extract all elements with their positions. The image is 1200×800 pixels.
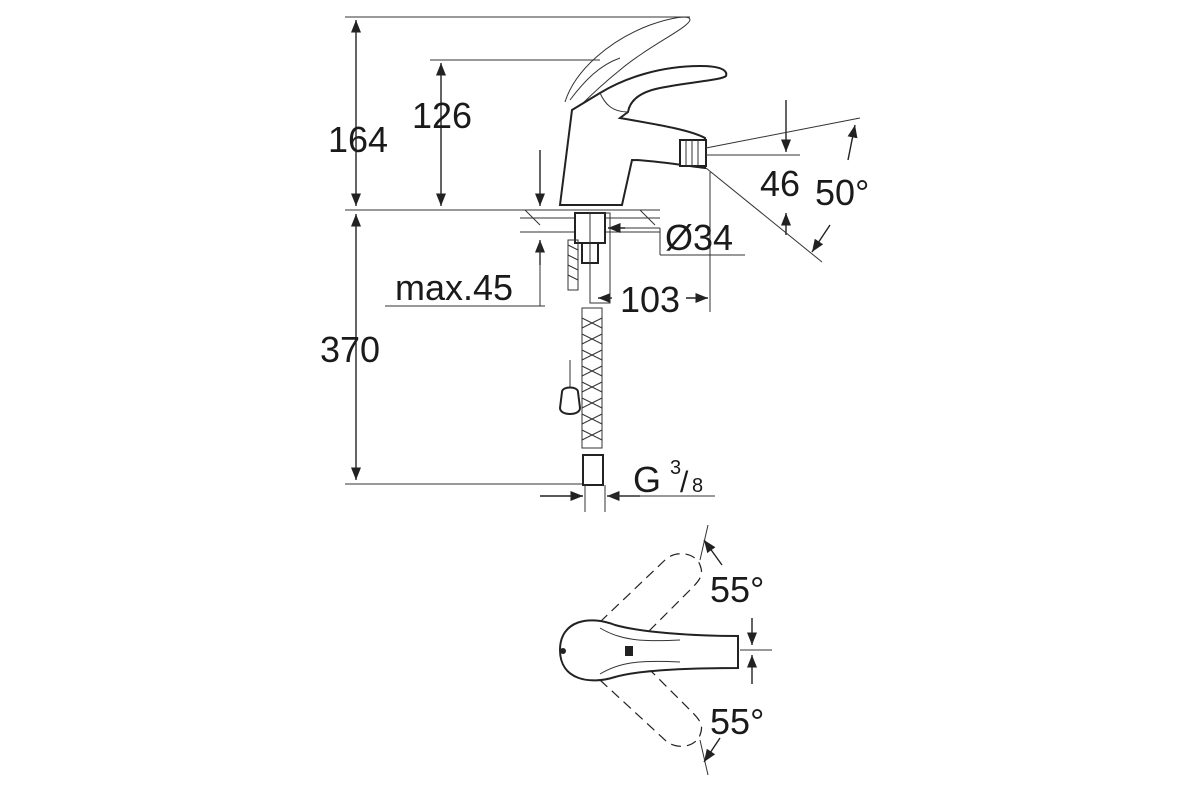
lever-rotated-left-outline: [599, 553, 703, 641]
label-370: 370: [320, 329, 380, 370]
label-g-slash: /: [680, 466, 689, 499]
label-164: 164: [328, 119, 388, 160]
angle-arrow-top: [847, 124, 858, 161]
hose-connector: [582, 454, 604, 486]
spray-nozzle: [679, 139, 707, 167]
lever-rotated-right-outline: [599, 659, 703, 747]
label-126: 126: [412, 95, 472, 136]
label-103: 103: [620, 279, 680, 320]
angle-ray-top: [705, 117, 861, 149]
label-max45: max.45: [395, 267, 513, 308]
lever-mid-outline: [569, 57, 621, 101]
angle-ray-bottom: [705, 167, 823, 263]
lever-raised-outline: [564, 16, 691, 109]
label-g-numerator: 3: [670, 457, 681, 479]
label-rotation-top: 55°: [710, 569, 764, 610]
side-view: [345, 16, 861, 512]
indicator-mark: [625, 646, 633, 656]
top-view: [558, 524, 772, 776]
label-50-degrees: 50°: [815, 172, 869, 213]
pop-up-knob: [558, 386, 582, 415]
mixer-body: [558, 64, 728, 206]
label-g-denominator: 8: [692, 475, 703, 497]
hose-main-upper: [589, 212, 611, 304]
label-g-thread: G: [633, 459, 661, 500]
label-46: 46: [760, 163, 800, 204]
hose-main-lower: [581, 307, 603, 449]
lever-joint: [599, 92, 629, 113]
angle-arrow-bottom: [811, 224, 831, 253]
label-diameter-34: Ø34: [665, 217, 733, 258]
label-rotation-bottom: 55°: [710, 701, 764, 742]
mixer-top-body: [558, 619, 739, 682]
